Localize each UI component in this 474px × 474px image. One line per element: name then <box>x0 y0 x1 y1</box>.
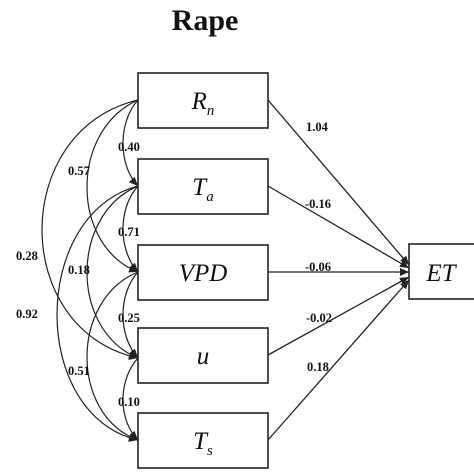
corr-curve-rn-u <box>41 94 148 360</box>
corr-vpd-u: 0.25 <box>118 311 140 325</box>
node-vpd-label: VPD <box>179 260 228 287</box>
coef-ts-et: 0.18 <box>307 360 329 374</box>
corr-ta-ts: 0.92 <box>16 307 38 321</box>
corr-curve-vpd-ts <box>86 264 148 441</box>
arrow-u-et <box>267 276 410 356</box>
node-ts-subscript: s <box>207 443 213 459</box>
corr-rn-ta: 0.40 <box>118 140 140 154</box>
svg-text:Rn: Rn <box>191 88 215 119</box>
corr-curve-ta-u <box>86 178 148 359</box>
path-arrows <box>267 99 410 441</box>
node-ts-label: T <box>193 428 209 455</box>
arrow-rn-et <box>267 99 410 266</box>
path-coefficient-labels: 1.04 -0.16 -0.06 -0.02 0.18 <box>305 120 332 374</box>
node-et: ET <box>408 243 474 300</box>
node-rn-subscript: n <box>207 103 215 119</box>
arrow-ta-et <box>267 185 410 269</box>
corr-rn-vpd: 0.57 <box>68 164 90 178</box>
corr-ta-vpd: 0.71 <box>118 225 140 239</box>
svg-text:Ts: Ts <box>193 428 213 459</box>
corr-ta-u: 0.18 <box>68 263 90 277</box>
corr-curve-rn-vpd <box>86 92 148 273</box>
coef-u-et: -0.02 <box>306 311 332 325</box>
coef-ta-et: -0.16 <box>305 197 331 211</box>
correlation-labels: 0.40 0.71 0.25 0.10 0.57 0.18 0.51 0.28 … <box>16 140 140 409</box>
node-ta-subscript: a <box>206 189 214 205</box>
node-u: u <box>137 327 269 384</box>
node-rn-label: R <box>191 88 207 115</box>
correlation-curves <box>41 90 148 442</box>
node-vpd: VPD <box>137 244 269 301</box>
coef-vpd-et: -0.06 <box>305 260 331 274</box>
corr-u-ts: 0.10 <box>118 395 140 409</box>
node-ta-label: T <box>192 174 208 201</box>
corr-curve-ta-ts <box>56 179 148 442</box>
node-u-label: u <box>197 343 210 370</box>
arrow-ts-et <box>267 279 410 441</box>
node-ta: Ta <box>137 158 269 215</box>
corr-vpd-ts: 0.51 <box>68 364 90 378</box>
svg-text:Ta: Ta <box>192 174 213 205</box>
coef-rn-et: 1.04 <box>306 120 329 134</box>
corr-rn-u: 0.28 <box>16 249 38 263</box>
node-et-label: ET <box>425 260 457 287</box>
node-rn: Rn <box>137 72 269 129</box>
node-ts: Ts <box>137 412 269 469</box>
diagram-title: Rape <box>172 4 239 37</box>
